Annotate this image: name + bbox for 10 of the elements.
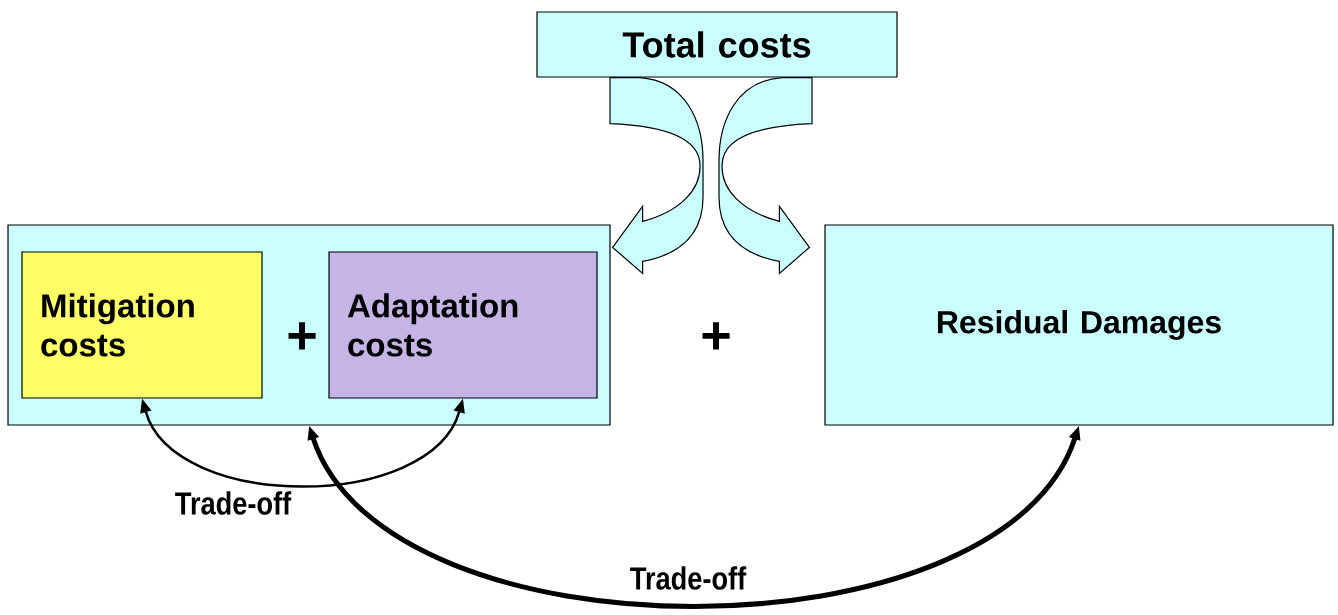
edge-label: Trade-off (175, 491, 292, 515)
plus-sign: + (288, 322, 316, 350)
cost-box: Adaptation costs (328, 251, 598, 399)
edge-label: Trade-off (630, 566, 747, 590)
cost-box: Mitigation costs (21, 251, 263, 399)
label-box: Total costs (536, 11, 898, 78)
plus-sign: + (702, 322, 730, 350)
curved-block-arrow (609, 77, 704, 274)
cost-box: Residual Damages (824, 224, 1334, 426)
curved-block-arrow (718, 77, 813, 274)
